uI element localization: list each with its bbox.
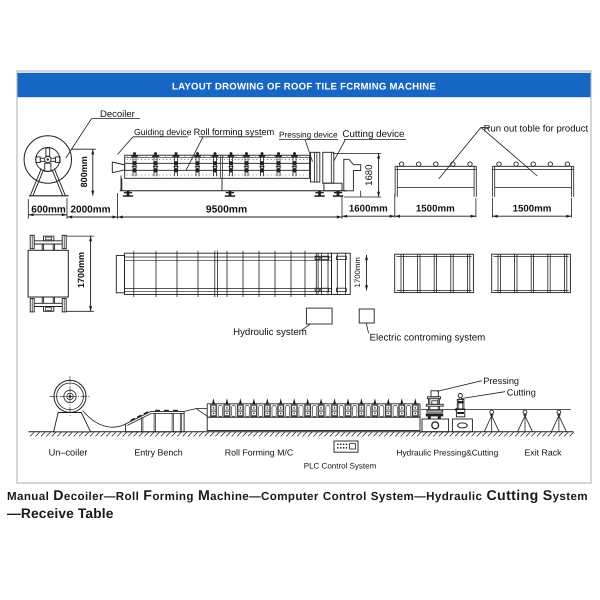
svg-text:Roll Forming M/C: Roll Forming M/C (225, 447, 294, 457)
svg-text:PLC Control System: PLC Control System (304, 462, 377, 471)
svg-text:Hydroulic system: Hydroulic system (233, 327, 307, 338)
svg-text:Manual Decoiler—Roll Forming M: Manual Decoiler—Roll Forming Machine—Com… (7, 488, 588, 504)
svg-text:Run out toble for product: Run out toble for product (484, 124, 589, 135)
svg-text:Guiding device: Guiding device (134, 127, 192, 137)
svg-text:600mm: 600mm (31, 204, 66, 215)
svg-text:Entry Bench: Entry Bench (134, 447, 182, 457)
svg-text:Roll forming system: Roll forming system (194, 127, 275, 137)
svg-text:2000mm: 2000mm (70, 204, 110, 215)
svg-text:9500mm: 9500mm (206, 204, 247, 215)
svg-text:Exit Rack: Exit Rack (524, 447, 562, 457)
svg-text:1500mm: 1500mm (513, 204, 552, 215)
svg-text:Hydraulic Pressing&Cutting: Hydraulic Pressing&Cutting (396, 447, 498, 457)
svg-text:Pressing: Pressing (483, 376, 519, 386)
svg-text:Cutting: Cutting (507, 387, 536, 397)
svg-text:1680: 1680 (364, 165, 375, 186)
svg-text:—Receive Table: —Receive Table (7, 506, 114, 521)
svg-text:Cutting device: Cutting device (342, 129, 405, 140)
svg-text:Pressing device: Pressing device (279, 130, 338, 140)
svg-text:1600mm: 1600mm (349, 204, 388, 215)
svg-text:Un–coiler: Un–coiler (49, 447, 88, 457)
svg-text:1700mm: 1700mm (76, 252, 86, 288)
svg-text:Decoiler: Decoiler (100, 109, 135, 120)
svg-text:Electric controming system: Electric controming system (370, 333, 486, 344)
svg-text:1500mm: 1500mm (416, 204, 455, 215)
svg-text:LAYOUT DROWING OF ROOF TILE FC: LAYOUT DROWING OF ROOF TILE FCRMING MACH… (172, 81, 436, 92)
svg-text:800mm: 800mm (79, 156, 89, 187)
svg-text:1700mm: 1700mm (353, 257, 362, 287)
